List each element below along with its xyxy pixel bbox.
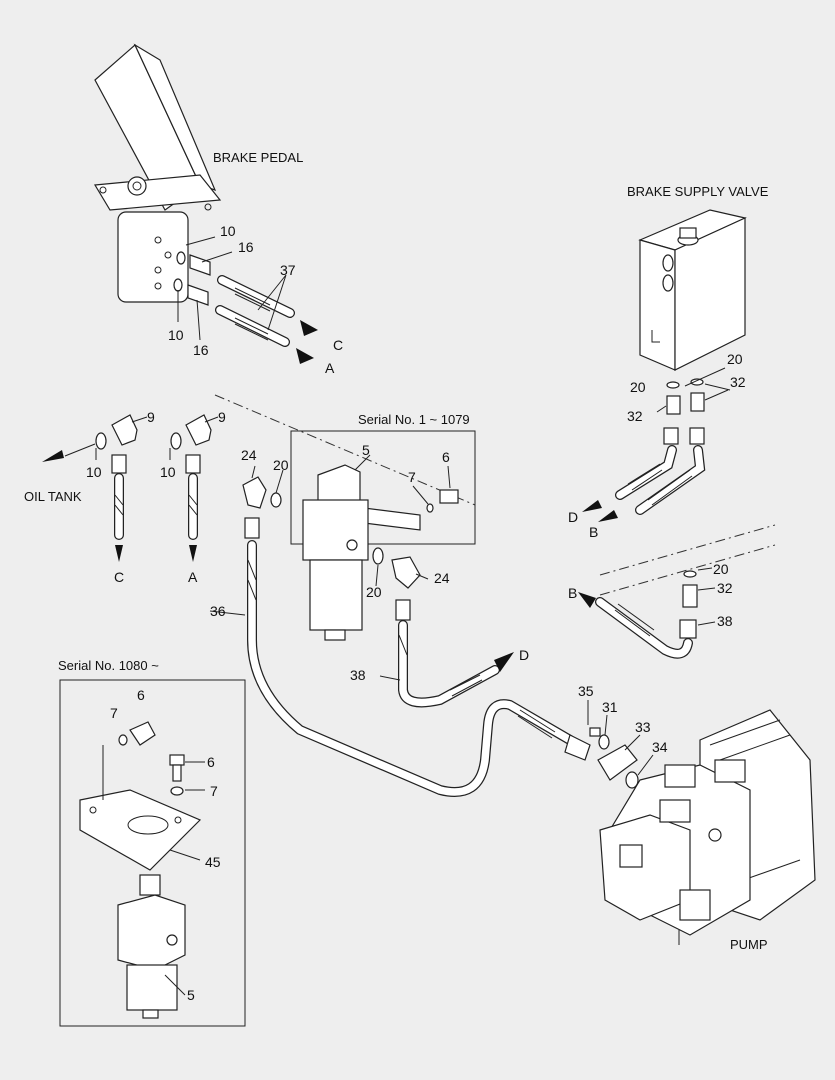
callout-31: 31	[602, 699, 618, 715]
serial-box-2	[59, 679, 246, 1027]
callout-5: 5	[362, 442, 370, 458]
oil-tank-label: OIL TANK	[24, 489, 82, 504]
callout-7: 7	[210, 783, 218, 799]
serial-label-2: Serial No. 1080 ~	[58, 658, 159, 673]
brake-supply-valve-label: BRAKE SUPPLY VALVE	[627, 184, 769, 199]
oil-tank-lines	[42, 414, 219, 562]
callout-32: 32	[717, 580, 733, 596]
callout-7: 7	[110, 705, 118, 721]
callout-7: 7	[408, 469, 416, 485]
callout-6: 6	[137, 687, 145, 703]
callout-A: A	[325, 360, 335, 376]
callout-38: 38	[717, 613, 733, 629]
filter-assembly	[242, 454, 459, 641]
hose-38-valve	[578, 567, 716, 659]
callout-24: 24	[434, 570, 450, 586]
callout-20: 20	[273, 457, 289, 473]
serial-label-1: Serial No. 1 ~ 1079	[358, 412, 470, 427]
callout-35: 35	[578, 683, 594, 699]
callout-A: A	[188, 569, 198, 585]
bracket-filter-assembly	[79, 721, 205, 1019]
callout-20: 20	[630, 379, 646, 395]
callout-10: 10	[220, 223, 236, 239]
hose-38-filter	[379, 599, 514, 708]
serial-box-1	[290, 430, 476, 545]
callout-34: 34	[652, 739, 668, 755]
callout-B: B	[589, 524, 598, 540]
callout-C: C	[114, 569, 124, 585]
callout-10: 10	[160, 464, 176, 480]
callout-38: 38	[350, 667, 366, 683]
brake-pedal-assembly	[93, 43, 222, 303]
callout-5: 5	[187, 987, 195, 1003]
callout-16: 16	[193, 342, 209, 358]
callout-32: 32	[627, 408, 643, 424]
callout-9: 9	[147, 409, 155, 425]
callout-16: 16	[238, 239, 254, 255]
callout-D: D	[519, 647, 529, 663]
hose-36	[209, 517, 575, 797]
pump-label: PUMP	[730, 937, 768, 952]
brake-pedal-fittings	[173, 236, 318, 364]
brake-supply-valve	[582, 209, 747, 522]
callout-B: B	[568, 585, 577, 601]
callout-32: 32	[730, 374, 746, 390]
callout-45: 45	[205, 854, 221, 870]
callout-20: 20	[366, 584, 382, 600]
callout-10: 10	[168, 327, 184, 343]
callout-37: 37	[280, 262, 296, 278]
brake-pedal-label: BRAKE PEDAL	[213, 150, 303, 165]
callout-6: 6	[442, 449, 450, 465]
callout-9: 9	[218, 409, 226, 425]
callout-6: 6	[207, 754, 215, 770]
callout-10: 10	[86, 464, 102, 480]
pump-body	[599, 709, 816, 945]
callout-D: D	[568, 509, 578, 525]
pump-connection-parts	[564, 700, 654, 789]
callout-24: 24	[241, 447, 257, 463]
callout-33: 33	[635, 719, 651, 735]
callout-20: 20	[727, 351, 743, 367]
callout-C: C	[333, 337, 343, 353]
callout-36: 36	[210, 603, 226, 619]
callout-20: 20	[713, 561, 729, 577]
